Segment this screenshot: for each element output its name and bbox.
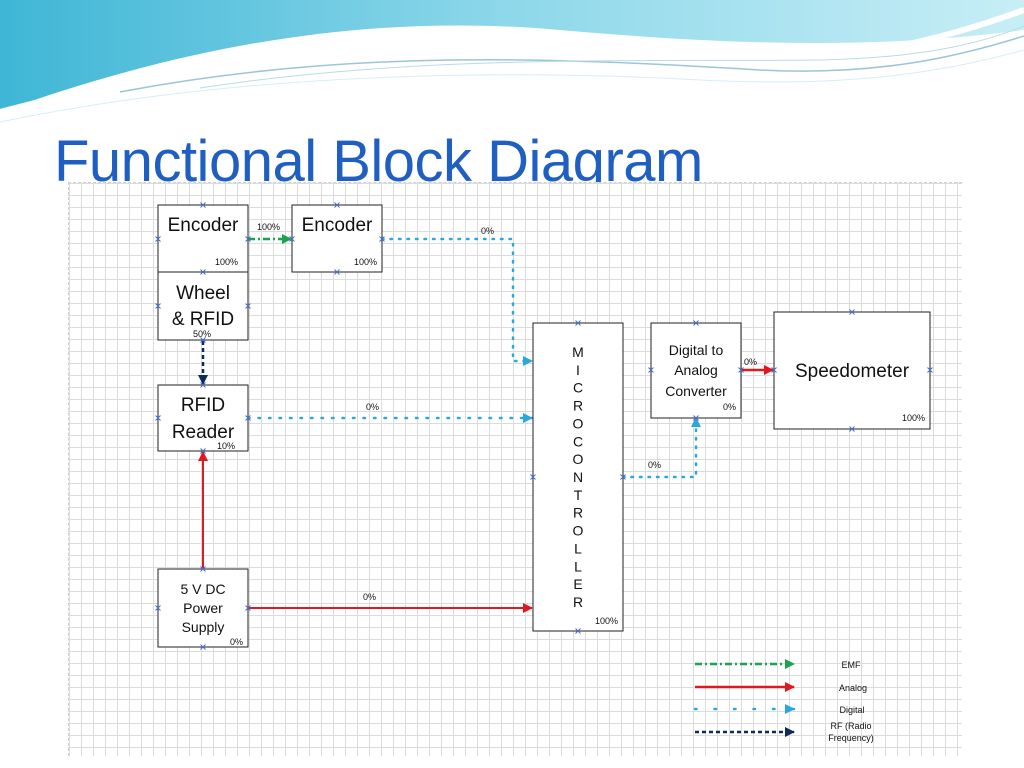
connection-point-marker <box>620 474 626 480</box>
dac-percent: 0% <box>723 402 736 412</box>
label-reader-to-micro: 0% <box>366 402 379 412</box>
microcontroller-letter: E <box>573 576 582 592</box>
microcontroller-letter: I <box>576 362 580 378</box>
dac-line-3: Converter <box>665 383 727 399</box>
encoder-left-label: Encoder <box>168 215 239 236</box>
connection-point-marker <box>530 474 536 480</box>
connection-point-marker <box>245 303 251 309</box>
connection-point-marker <box>379 236 385 242</box>
power-supply-line-2: Power <box>183 600 223 616</box>
legend: EMF Analog Digital RF (Radio Frequency) <box>693 659 874 743</box>
rfid-reader-block: RFID Reader 10% <box>157 384 249 452</box>
power-supply-line-1: 5 V DC <box>180 581 225 597</box>
rfid-reader-percent: 10% <box>217 441 235 451</box>
connection-point-marker <box>334 269 340 275</box>
connection-point-marker <box>648 367 654 373</box>
connection-point-marker <box>849 426 855 432</box>
connection-point-marker <box>200 448 206 454</box>
connection-point-marker <box>200 202 206 208</box>
connection-point-marker <box>200 644 206 650</box>
legend-analog-label: Analog <box>839 683 867 693</box>
label-micro-to-dac: 0% <box>648 460 661 470</box>
wheel-rfid-percent: 50% <box>193 329 211 339</box>
dac-block: Digital to Analog Converter 0% <box>650 322 742 419</box>
wheel-rfid-line-1: Wheel <box>176 283 230 304</box>
connection-point-marker <box>200 382 206 388</box>
microcontroller-percent: 100% <box>595 616 618 626</box>
encoder-left-percent: 100% <box>215 257 238 267</box>
connection-point-marker <box>575 320 581 326</box>
encoder-block-left: Encoder 100% <box>157 204 249 273</box>
connection-point-marker <box>155 605 161 611</box>
wheel-rfid-line-2: & RFID <box>172 309 234 330</box>
digital-arrow-micro-to-dac <box>621 416 701 479</box>
block-diagram: 100% 0% 0% 0% 0% 0% Encoder 100% Encoder… <box>155 202 933 743</box>
dac-line-1: Digital to <box>669 342 724 358</box>
microcontroller-letter: T <box>574 487 583 503</box>
label-power-to-micro: 0% <box>363 592 376 602</box>
digital-arrow-encoder-to-micro <box>380 237 534 366</box>
label-encoder-to-micro: 0% <box>481 226 494 236</box>
legend-digital-label: Digital <box>839 705 864 715</box>
connection-point-marker <box>738 367 744 373</box>
connection-points <box>155 202 933 650</box>
microcontroller-letter: L <box>574 540 582 556</box>
speedometer-percent: 100% <box>902 413 925 423</box>
dac-line-2: Analog <box>674 362 718 378</box>
microcontroller-letter: O <box>573 523 584 539</box>
speedometer-label: Speedometer <box>795 361 910 382</box>
speedometer-block: Speedometer 100% <box>773 311 931 430</box>
connection-point-marker <box>200 269 206 275</box>
connection-point-marker <box>927 367 933 373</box>
legend-emf-label: EMF <box>842 660 862 670</box>
encoder-block-right: Encoder 100% <box>291 204 383 273</box>
legend-rf-label-line-1: RF (Radio <box>830 721 871 731</box>
encoder-right-label: Encoder <box>302 215 373 236</box>
power-supply-percent: 0% <box>230 637 243 647</box>
connection-point-marker <box>155 415 161 421</box>
connection-point-marker <box>155 236 161 242</box>
microcontroller-letter: R <box>573 398 583 414</box>
legend-rf-label-line-2: Frequency) <box>828 733 874 743</box>
microcontroller-letter: O <box>573 451 584 467</box>
label-dac-to-speedometer: 0% <box>744 357 757 367</box>
microcontroller-letter: C <box>573 380 583 396</box>
connection-point-marker <box>200 337 206 343</box>
microcontroller-letter: C <box>573 433 583 449</box>
connection-point-marker <box>575 628 581 634</box>
label-encoder-to-encoder: 100% <box>257 222 280 232</box>
connection-point-marker <box>155 303 161 309</box>
power-supply-block: 5 V DC Power Supply 0% <box>157 568 249 648</box>
wheel-rfid-block: Wheel & RFID 50% <box>157 271 249 341</box>
connection-point-marker <box>849 309 855 315</box>
connection-point-marker <box>245 415 251 421</box>
microcontroller-letter: O <box>573 415 584 431</box>
connection-point-marker <box>200 566 206 572</box>
encoder-right-percent: 100% <box>354 257 377 267</box>
microcontroller-letter: R <box>573 594 583 610</box>
rfid-reader-line-2: Reader <box>172 422 235 443</box>
diagram-canvas: 100% 0% 0% 0% 0% 0% Encoder 100% Encoder… <box>68 182 962 756</box>
connection-point-marker <box>771 367 777 373</box>
power-supply-line-3: Supply <box>182 619 225 635</box>
microcontroller-letter: M <box>572 344 584 360</box>
connection-point-marker <box>693 415 699 421</box>
microcontroller-letter: N <box>573 469 583 485</box>
connection-point-marker <box>245 236 251 242</box>
connection-point-marker <box>693 320 699 326</box>
connection-point-marker <box>289 236 295 242</box>
connection-point-marker <box>334 202 340 208</box>
connection-point-marker <box>245 605 251 611</box>
rfid-reader-line-1: RFID <box>181 395 225 416</box>
microcontroller-letter: R <box>573 505 583 521</box>
microcontroller-letter: L <box>574 558 582 574</box>
